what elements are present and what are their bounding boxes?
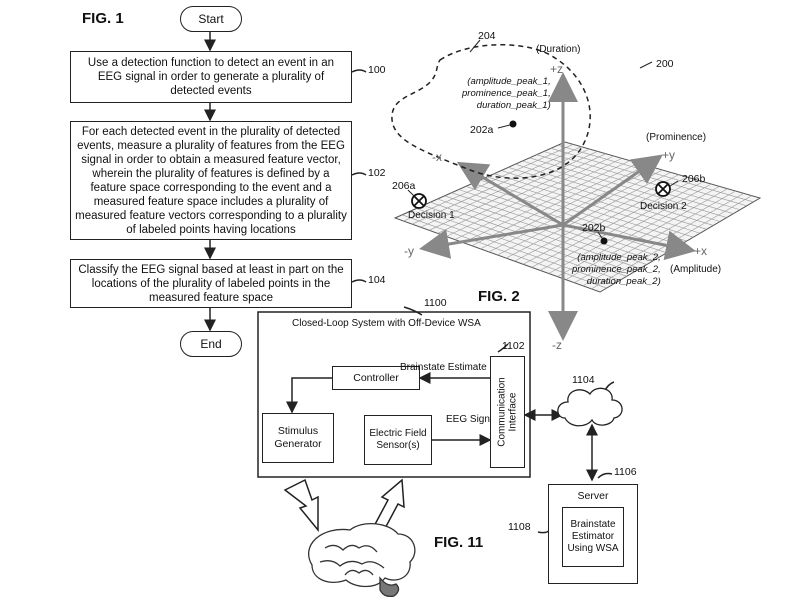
axis-label-nx: -x — [432, 150, 442, 164]
controller-block: Controller — [332, 366, 420, 390]
amplitude-label: (Amplitude) — [670, 264, 722, 275]
decision-2-marker — [655, 181, 671, 197]
ref-1108: 1108 — [508, 521, 531, 533]
brainstate-estimate-label: Brainstate Estimate — [400, 362, 487, 373]
fig2-plot — [391, 39, 762, 341]
server-label: Server — [577, 490, 609, 502]
ref-204: 204 — [478, 30, 496, 42]
axis-label-ny: -y — [404, 244, 414, 258]
decision-1-label: Decision 1 — [408, 210, 455, 221]
prominence-label: (Prominence) — [646, 132, 707, 143]
ref-206b: 206b — [682, 173, 706, 185]
fig11-title: FIG. 11 — [434, 534, 484, 551]
point-a-coords: (amplitude_peak_1, prominence_peak_1, du… — [462, 76, 551, 111]
decision-1-marker — [411, 193, 427, 209]
ref-202b: 202b — [582, 222, 606, 234]
step-classify-signal: Classify the EEG signal based at least i… — [70, 259, 352, 308]
y-axis-positive — [562, 154, 663, 227]
ref-104: 104 — [368, 274, 386, 286]
ref-1106: 1106 — [614, 466, 637, 478]
axis-label-nz: -z — [552, 338, 562, 352]
ref-100: 100 — [368, 64, 386, 76]
duration-label: (Duration) — [536, 44, 581, 55]
step-measure-features: For each detected event in the plurality… — [70, 121, 352, 240]
brain-icon — [308, 523, 416, 598]
ref-102: 102 — [368, 167, 386, 179]
ref-1100: 1100 — [424, 297, 447, 309]
axis-label-pz: +z — [550, 62, 564, 76]
stimulus-generator-block: Stimulus Generator — [262, 413, 334, 463]
ref-1102: 1102 — [502, 340, 525, 352]
grid-line — [574, 190, 736, 284]
fig1-connectors — [204, 32, 367, 332]
electric-field-sensor-block: Electric Field Sensor(s) — [364, 415, 432, 465]
network-cloud — [557, 387, 623, 427]
point-202a — [509, 120, 517, 128]
fig11-lines — [257, 306, 615, 534]
communication-interface-block: Communication Interface — [490, 356, 525, 468]
decision-2-label: Decision 2 — [640, 201, 687, 212]
grid-line — [582, 193, 744, 287]
axis-label-px: +x — [694, 244, 708, 258]
communication-interface-label: Communication Interface — [496, 377, 519, 447]
grid-line — [565, 188, 728, 280]
fig1-title: FIG. 1 — [82, 10, 124, 27]
point-b-coords: (amplitude_peak_2, prominence_peak_2, du… — [572, 252, 661, 287]
ref-1104: 1104 — [572, 374, 595, 386]
ref-202a: 202a — [470, 124, 494, 136]
brainstate-estimator-block: Brainstate Estimator Using WSA — [562, 507, 624, 567]
stimulus-bolt-icon — [283, 478, 319, 533]
ref-200: 200 — [656, 58, 674, 70]
axis-label-py: +y — [662, 148, 676, 162]
eeg-signal-label: EEG Signal — [446, 414, 498, 425]
ref-206a: 206a — [392, 180, 416, 192]
x-axis-positive — [562, 223, 696, 261]
system-title: Closed-Loop System with Off-Device WSA — [292, 318, 481, 329]
point-202b — [600, 237, 608, 245]
end-terminal: End — [180, 331, 242, 357]
fig2-title: FIG. 2 — [478, 288, 520, 305]
y-axis-negative — [419, 223, 564, 259]
x-axis-negative — [456, 161, 564, 227]
region-204-outline — [391, 44, 591, 179]
server-block: Server Brainstate Estimator Using WSA — [548, 484, 638, 584]
step-detect-events: Use a detection function to detect an ev… — [70, 51, 352, 103]
start-terminal: Start — [180, 6, 242, 32]
